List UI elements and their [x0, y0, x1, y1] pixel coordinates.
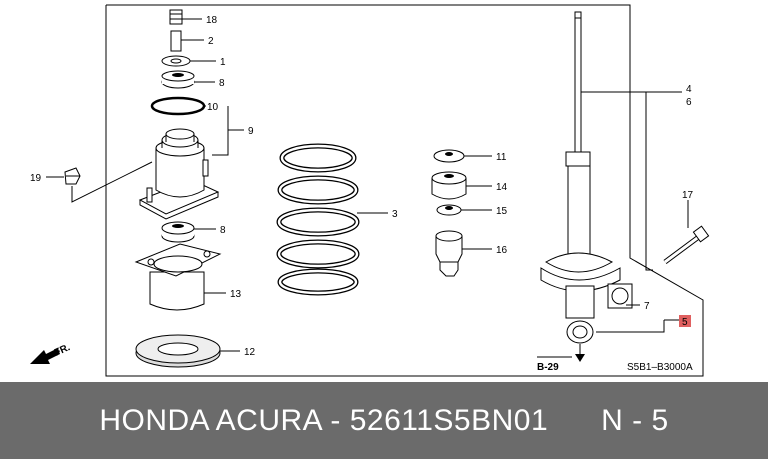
part-18-nut — [169, 9, 183, 25]
callout-15: 15 — [496, 206, 508, 217]
callout-10: 10 — [207, 102, 219, 113]
callout-9: 9 — [248, 126, 254, 137]
callout-11: 11 — [496, 152, 507, 163]
callout-8a: 8 — [219, 78, 225, 89]
callout-14: 14 — [496, 182, 508, 193]
callout-13: 13 — [230, 289, 242, 300]
callout-5: 5 — [682, 317, 688, 328]
callout-16: 16 — [496, 245, 508, 256]
part-9-mount-base — [138, 128, 220, 220]
part-11-washer — [433, 149, 465, 163]
callout-4: 4 — [686, 84, 692, 95]
callout-1: 1 — [220, 57, 226, 68]
callout-18: 18 — [206, 15, 218, 26]
callout-3: 3 — [392, 209, 398, 220]
callout-8b: 8 — [220, 225, 226, 236]
caption-part-number: 52611S5BN01 — [349, 403, 549, 437]
caption-text: HONDA ACURA - 52611S5BN01 N - 5 — [99, 404, 668, 438]
callout-19: 19 — [30, 173, 42, 184]
part-16-bump-stop — [435, 230, 463, 277]
callout-7: 7 — [644, 301, 650, 312]
part-2-collar — [170, 30, 182, 52]
part-15-washer — [436, 204, 462, 216]
part-8-bushing-lower — [161, 221, 195, 243]
part-17-bolt — [663, 225, 710, 265]
callout-17: 17 — [682, 190, 694, 201]
caption-brand: HONDA ACURA — [99, 403, 322, 437]
caption-separator: - — [321, 403, 350, 437]
reference-label: B-29 — [537, 362, 559, 373]
part-4-6-shock-absorber — [540, 11, 621, 344]
caption-position: N - 5 — [601, 403, 669, 437]
caption-bar: HONDA ACURA - 52611S5BN01 N - 5 — [0, 382, 768, 459]
part-19-nut — [64, 167, 81, 185]
part-14-bushing — [431, 171, 467, 200]
parts-diagram: 18 2 1 8 10 9 — [30, 4, 710, 377]
diagram-frame — [105, 4, 704, 377]
front-direction-arrow — [30, 348, 60, 364]
part-13-lower-mount — [134, 243, 222, 311]
part-7-bushing — [607, 283, 633, 309]
direction-label: FR. — [53, 342, 72, 359]
part-12-seat-rubber — [135, 334, 221, 368]
highlight-5 — [679, 315, 691, 327]
drawing-code: S5B1–B3000A — [627, 362, 693, 373]
part-10-o-ring — [150, 96, 206, 116]
callout-6: 6 — [686, 97, 692, 108]
callout-2: 2 — [208, 36, 214, 47]
callout-12: 12 — [244, 347, 256, 358]
part-8-bushing-upper — [161, 70, 195, 89]
part-1-washer — [161, 55, 191, 67]
